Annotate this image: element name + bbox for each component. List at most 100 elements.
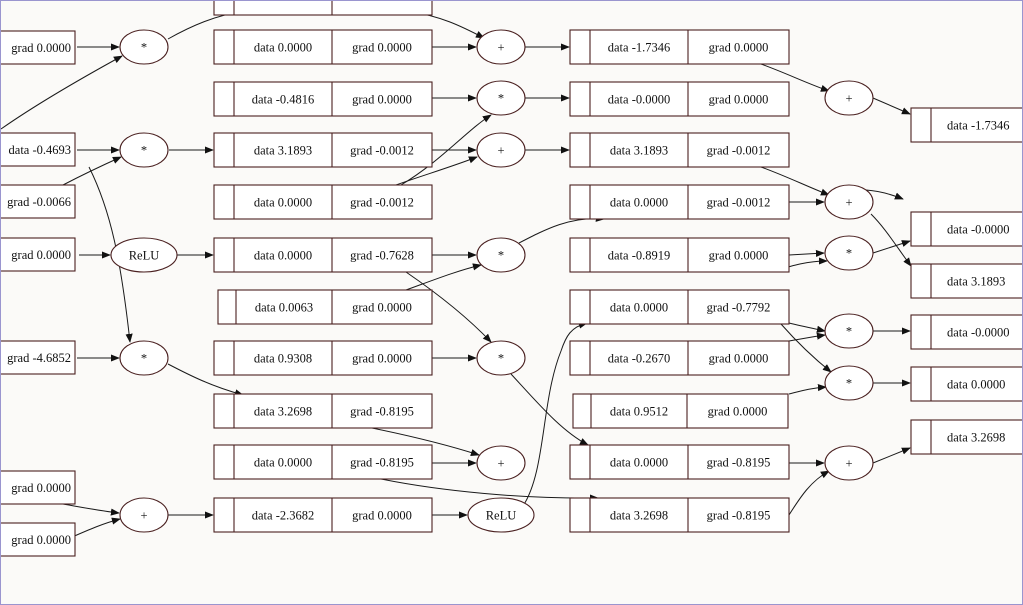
value-node-box [213,497,433,533]
graph-edge [380,478,599,502]
value-node-box [1,132,76,167]
node-grad-label: grad -0.0012 [350,196,414,210]
op-node: ReLU [110,237,178,273]
graph-edge [88,166,133,343]
node-data-label: data 0.0000 [610,456,668,470]
node-data-label: data 3.1893 [610,144,668,158]
node-grad-label: grad 0.0000 [709,41,769,55]
value-node: data -0.0000 grad 0.0000 [569,81,790,117]
graph-edge [760,63,830,92]
value-node-box [1,470,76,505]
op-node-ellipse [119,132,169,168]
node-data-label: data 0.0000 [947,378,1005,392]
value-node-box [910,366,1022,402]
value-node-box [910,263,1022,299]
op-node: + [824,445,874,481]
value-node-box [1,522,76,557]
op-node: * [476,340,526,376]
node-data-label: data 0.0000 [610,301,668,315]
value-node-box [569,132,790,168]
value-node: data 0.0000 grad -0.0012 [213,184,433,220]
value-node-box [569,497,790,533]
op-node: * [119,29,169,65]
graph-edge [62,156,122,186]
op-node: * [476,237,526,273]
op-node: * [476,80,526,116]
node-data-label: data -0.0000 [608,93,670,107]
value-node: data 0.9512 grad 0.0000 [572,393,789,429]
graph-edge [872,447,911,464]
op-label: * [498,92,504,106]
graph-edge [865,189,904,200]
node-grad-label: grad 0.0000 [708,405,768,419]
value-node-box [213,132,433,168]
node-data-label: data 0.9512 [610,405,668,419]
op-node: + [476,132,526,168]
node-grad-label: grad -0.0012 [707,196,771,210]
node-data-label: data 0.0000 [610,196,668,210]
node-grad-label: grad 0.0000 [352,352,412,366]
graph-edge [870,213,912,267]
op-label: * [846,325,852,339]
op-node-ellipse [824,235,874,271]
value-node-box [910,107,1022,143]
node-data-label: data 0.9308 [254,352,312,366]
op-node: * [824,235,874,271]
op-node-ellipse [476,237,526,273]
node-grad-label: grad -0.0012 [350,144,414,158]
op-node-ellipse [824,184,874,220]
graph-edge [872,240,911,254]
node-data-label: data 0.0063 [255,301,313,315]
value-node-box [213,184,433,220]
value-node-box [213,81,433,117]
op-node-ellipse [476,132,526,168]
node-data-label: data -1.7346 [947,119,1009,133]
value-node: data 0.0000 grad -0.8195 [569,444,790,480]
value-node-box [569,81,790,117]
op-label: + [497,41,504,55]
node-data-label: data -1.7346 [608,41,670,55]
node-grad-label: grad -0.8195 [350,405,414,419]
op-label: + [140,509,147,523]
op-node: ReLU [467,497,535,533]
node-grad-label: grad 0.0000 [352,93,412,107]
op-node-ellipse [824,313,874,349]
node-grad-label: grad 0.0000 [11,533,71,547]
value-node: data -0.0000 [910,314,1022,350]
graph-edge [400,114,492,186]
node-grad-label: grad -0.8195 [707,456,771,470]
op-node-ellipse [476,445,526,481]
value-node-box [569,444,790,480]
value-node: grad 0.0000 [1,30,76,65]
node-data-label: data 0.0000 [254,456,312,470]
node-data-label: data 3.1893 [254,144,312,158]
value-node: data 3.2698 [910,419,1022,455]
value-node-box [1,340,76,375]
graph-edge [760,166,830,196]
node-grad-label: grad 0.0000 [11,248,71,262]
node-data-label: data 0.0000 [254,196,312,210]
value-node: grad -4.6852 [1,340,76,375]
op-label: + [497,457,504,471]
op-node: + [824,80,874,116]
node-grad-label: grad -0.7792 [707,301,771,315]
graph-edge [788,383,827,395]
node-data-label: data 3.1893 [947,275,1005,289]
value-node: data 0.0000 grad -0.0012 [569,184,790,220]
value-node-box [213,393,433,429]
value-node-box [569,29,790,65]
op-label: * [141,41,147,55]
graph-edge [371,427,480,456]
node-grad-label: grad 0.0000 [709,93,769,107]
node-data-label: data 0.0000 [254,41,312,55]
value-node-box [213,1,433,16]
op-node-ellipse [824,80,874,116]
value-node-box [569,289,790,325]
value-node: data -0.4693 [1,132,76,167]
value-node: data 0.0000 grad -0.7792 [569,289,790,325]
op-node-ellipse [119,29,169,65]
